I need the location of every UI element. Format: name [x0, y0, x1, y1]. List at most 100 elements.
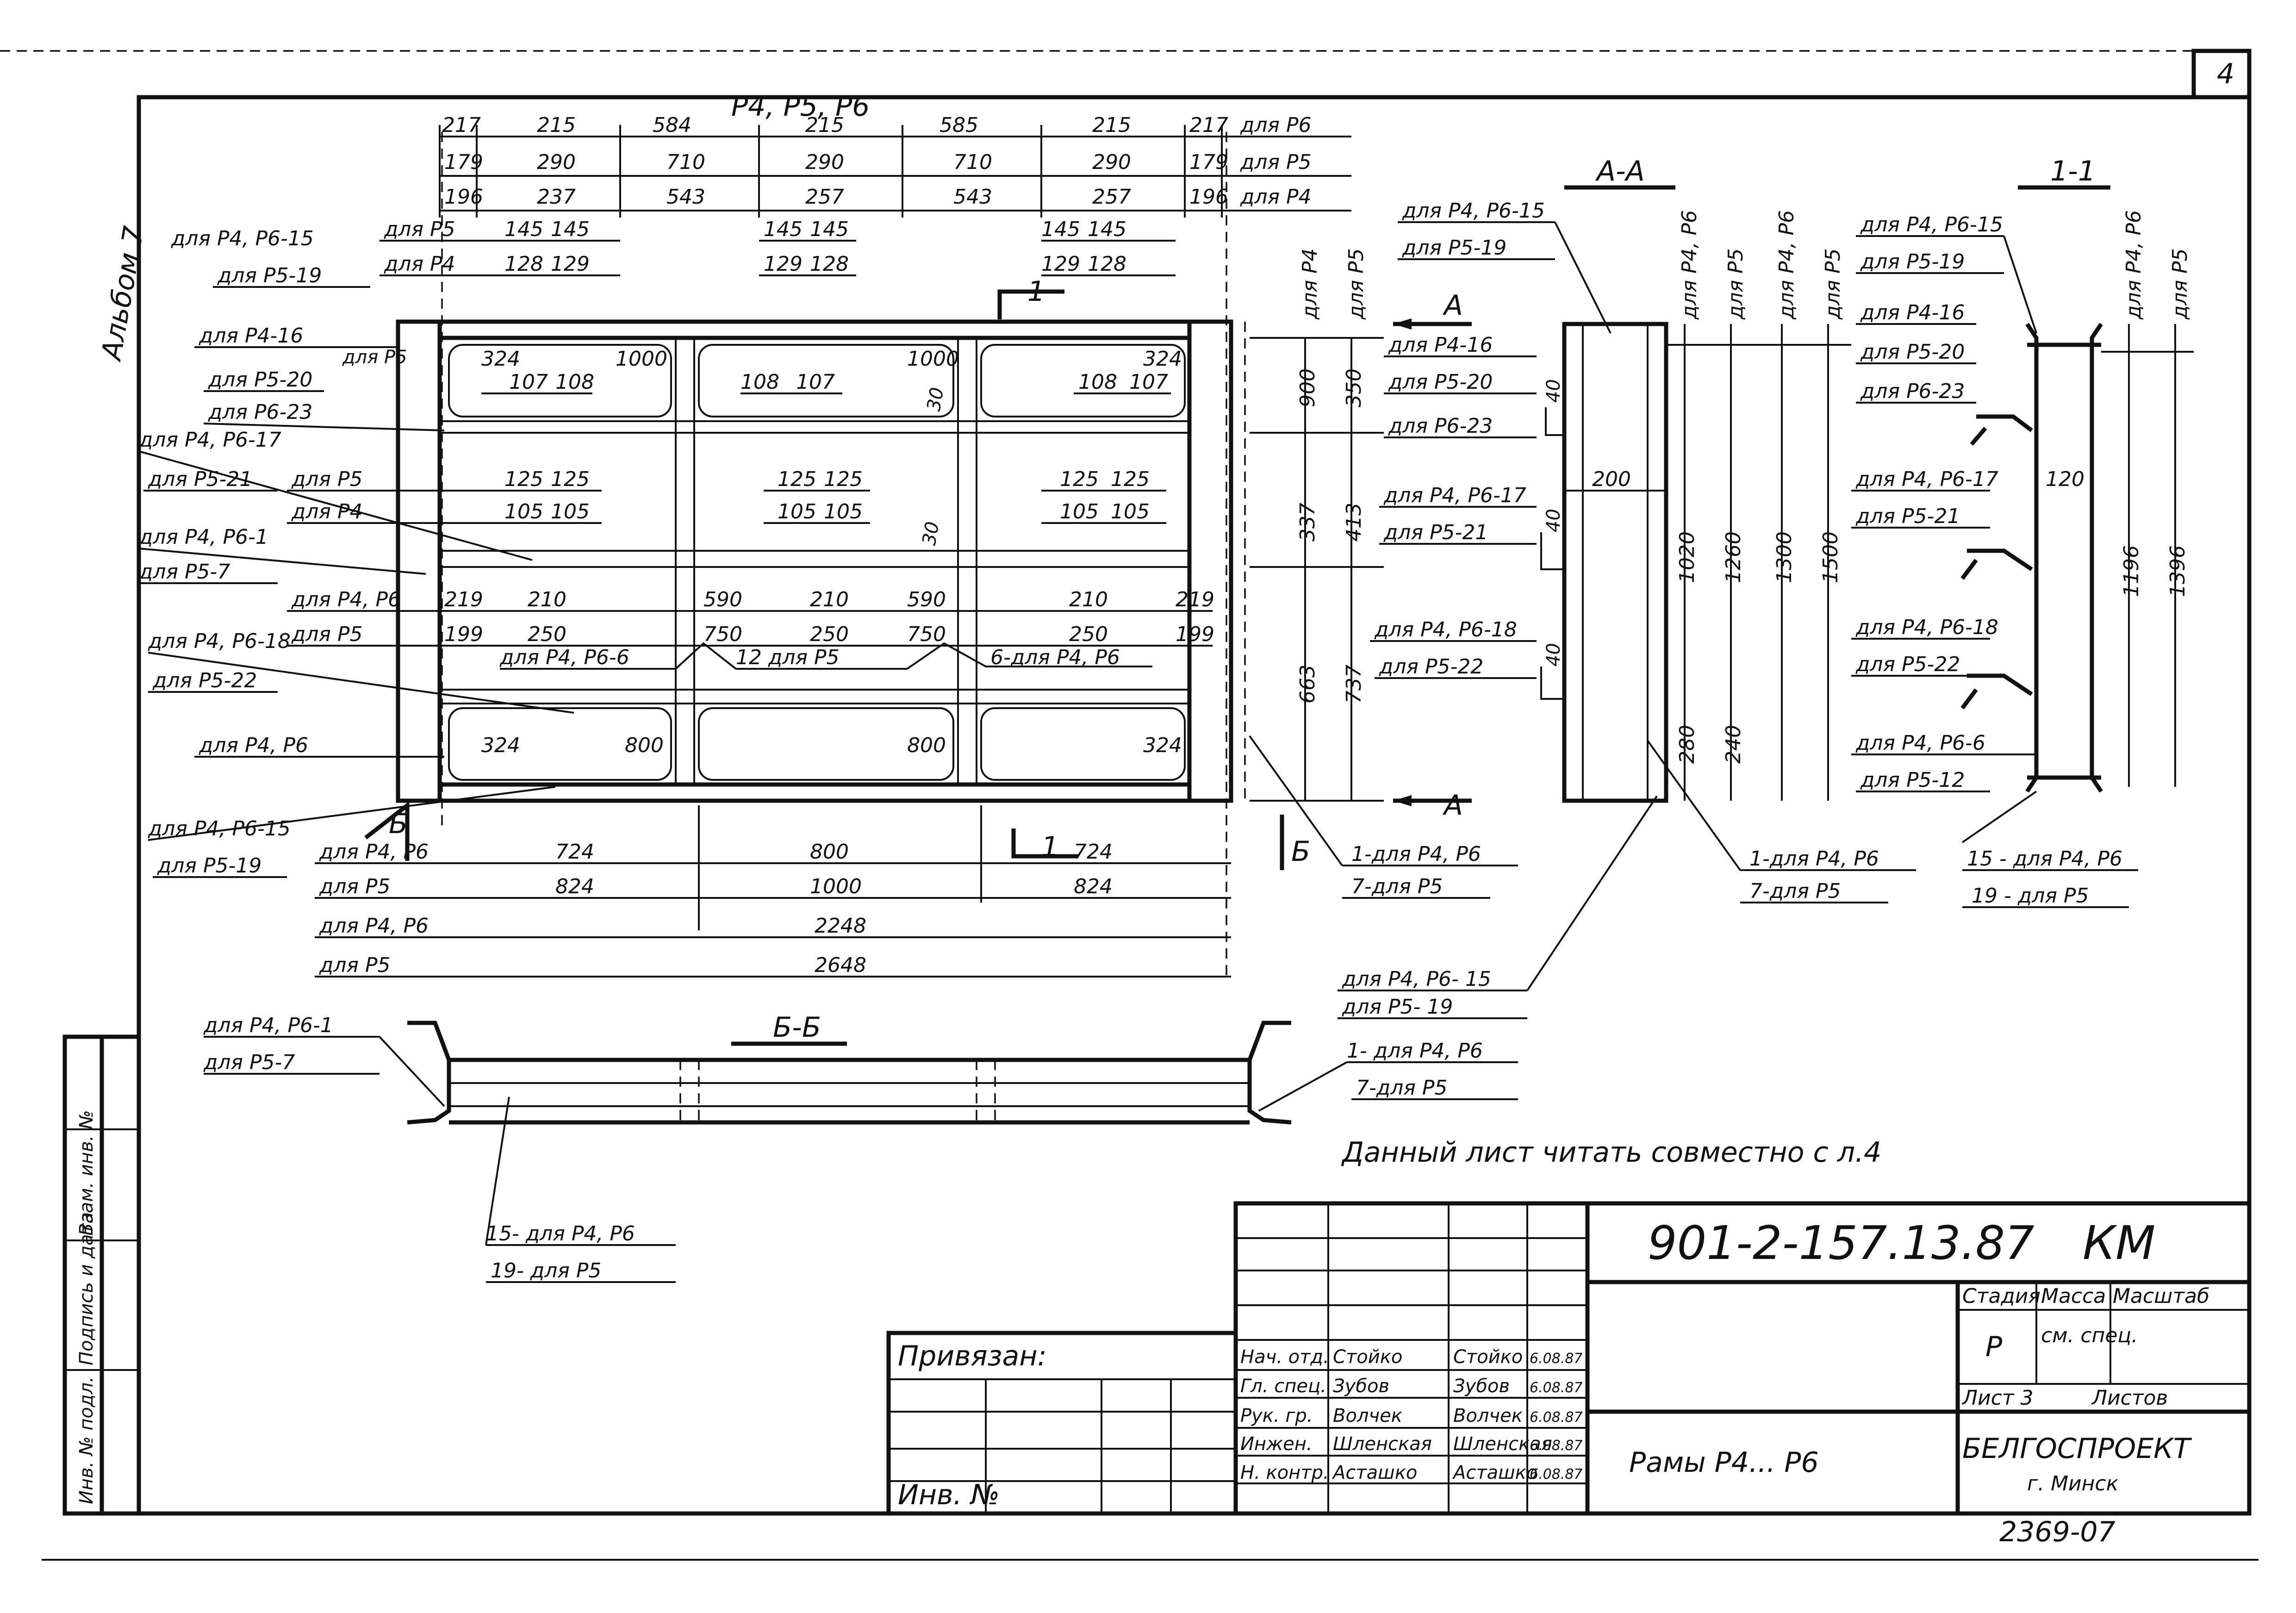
left-label-1: для Р5-19	[217, 264, 322, 287]
section-bb: Б-Б для Р4, Р6-1 для Р5-7 1- для Р4, Р6 …	[203, 795, 1658, 1283]
aa-width-dim: 200	[1592, 467, 1631, 491]
dim-r6-6: 217	[1189, 113, 1228, 137]
tb-stage: Р	[1985, 1331, 2003, 1363]
aa-col-head-1: для Р5	[1724, 248, 1748, 320]
s11-label-5: для Р4, Р6-17	[1855, 467, 1998, 491]
name-3: Шленская	[1333, 1433, 1432, 1455]
tb-scale-head: Масштаб	[2113, 1284, 2209, 1308]
left-label-4: для Р6-23	[208, 400, 312, 424]
tb-mass: см. спец.	[2041, 1324, 2138, 1347]
tb-sheet: Лист 3	[1961, 1386, 2033, 1410]
row-b-v1-0: 125	[504, 467, 543, 491]
aa-col-head-3: для Р5	[1821, 248, 1845, 320]
bottom-row-3-v0: 2648	[815, 953, 866, 977]
bottom-row-0-v0: 724	[555, 840, 594, 864]
row-b-v2-0: 105	[504, 500, 543, 523]
right-r4-2: 663	[1296, 665, 1319, 704]
tb-bound: Привязан:	[898, 1340, 1047, 1372]
dim-r6-5: 215	[1092, 113, 1131, 137]
main-right-dims: для Р4 для Р5 900 337 663 350 413 737 1-…	[1249, 248, 1518, 899]
aa-label-3: для Р5-20	[1388, 370, 1493, 394]
aa-small-1: 40	[1543, 509, 1564, 532]
inner-top-0: 324	[481, 347, 520, 371]
name-1: Зубов	[1333, 1376, 1389, 1397]
aa-bottom-dim-1: 240	[1722, 725, 1745, 764]
note-12-r5: 12 для Р5	[736, 646, 840, 669]
stamp-sign: Подпись и дата	[76, 1212, 97, 1365]
s11-col-head-0: для Р4, Р6	[2122, 210, 2146, 320]
right-r5-1: 413	[1342, 503, 1366, 542]
dim-r6-1: 215	[537, 113, 576, 137]
section-bb-title: Б-Б	[773, 1011, 821, 1044]
row-a-v2-1: 129	[551, 252, 590, 276]
bottom-row-1-v0: 824	[555, 875, 594, 898]
row-b-label-1: для Р5	[291, 467, 363, 491]
role-1: Гл. спец.	[1240, 1376, 1326, 1397]
tb-mass-head: Масса	[2041, 1284, 2106, 1308]
tb-inv-no: Инв. №	[898, 1479, 1000, 1511]
date-2: 6.08.87	[1530, 1409, 1583, 1426]
s11-col-dim-1: 1396	[2166, 545, 2190, 597]
row-c-label-2: для Р5	[291, 623, 363, 646]
s11-label-0: для Р4, Р6-15	[1860, 213, 2003, 237]
sign-4: Асташко	[1452, 1462, 1537, 1483]
aa-col-head-2: для Р4, Р6	[1775, 210, 1798, 320]
date-4: 6.08.87	[1530, 1466, 1583, 1482]
s11-label-2: для Р4-16	[1860, 301, 1965, 324]
row-c-v1-1: 210	[528, 588, 566, 611]
s11-label-6: для Р5-21	[1855, 504, 1960, 528]
s11-label-10: для Р5-12	[1860, 768, 1965, 792]
tb-number: 2369-07	[1999, 1516, 2116, 1548]
row-b-v1-1: 125	[551, 467, 590, 491]
bb-bottom-label-0: 15- для Р4, Р6	[486, 1222, 635, 1246]
left-label-12: для Р4, Р6	[199, 734, 308, 757]
arrow-a-top	[1393, 318, 1412, 330]
inner-bottom-0: 324	[481, 734, 520, 757]
dim-r4-5: 257	[1092, 185, 1131, 209]
dim-r4-2: 543	[666, 185, 705, 209]
row-a-v2-3: 128	[810, 252, 849, 276]
album-stamp: Альбом 7	[95, 224, 150, 364]
dim-r4-0: 196	[444, 185, 483, 209]
bottom-row-3-label: для Р5	[319, 953, 391, 977]
row-c-v1-4: 590	[907, 588, 946, 611]
aa-callout-1: 7-для Р5	[1749, 879, 1841, 903]
left-label-8: для Р4, Р6-1	[138, 525, 268, 549]
inner-sub-4: 108	[1078, 370, 1117, 394]
inner-sub-5: 107	[1129, 370, 1168, 394]
dim-r5-6: 179	[1189, 150, 1228, 174]
dim-r4-6: 196	[1189, 185, 1228, 209]
bb-bottom-label-1: 19- для Р5	[491, 1259, 601, 1283]
dim-r6-4: 585	[940, 113, 978, 137]
row-a-v2-0: 128	[504, 252, 543, 276]
s11-label-4: для Р6-23	[1860, 380, 1965, 403]
tb-name: Рамы Р4... Р6	[1629, 1446, 1819, 1479]
title-block: Привязан: Инв. № 901-2-157.13.87 КМ Стад…	[886, 1201, 2252, 1548]
name-4: Асташко	[1332, 1462, 1417, 1483]
left-label-9: для Р5-7	[138, 560, 230, 584]
row-b-v2-4: 105	[1060, 500, 1099, 523]
right-head-r4: для Р4	[1298, 248, 1322, 320]
tb-city: г. Минск	[2027, 1472, 2119, 1495]
row-c-v2-0: 199	[444, 623, 483, 646]
row-b-v1-2: 125	[778, 467, 816, 491]
note-r4r6-6-left: для Р4, Р6-6	[499, 646, 629, 669]
row-a-v1-2: 145	[764, 218, 803, 241]
section-aa-title: А-А	[1595, 155, 1645, 187]
signature-rows: Нач. отд. Стойко Стойко 6.08.87 Гл. спец…	[1240, 1346, 1583, 1483]
bottom-row-0-v2: 724	[1074, 840, 1113, 864]
aa-label-7: для Р4, Р6-18	[1374, 618, 1517, 641]
marker-b-right: Б	[1291, 835, 1310, 868]
s11-label-8: для Р5-22	[1855, 653, 1960, 676]
aa-bottom-dim-0: 280	[1675, 725, 1699, 764]
tb-stage-head: Стадия	[1962, 1284, 2041, 1308]
row-c-v2-4: 750	[907, 623, 946, 646]
role-4: Н. контр.	[1240, 1462, 1329, 1483]
note-r4r6-6-right: 6-для Р4, Р6	[990, 646, 1120, 669]
role-2: Рук. гр.	[1240, 1405, 1313, 1426]
stamp-replace: Взам. инв. №	[76, 1110, 97, 1236]
side-stamp: Инв. № подл. Подпись и дата Взам. инв. №	[62, 1034, 141, 1516]
aa-small-0: 40	[1543, 379, 1564, 403]
s11-label-7: для Р4, Р6-18	[1855, 616, 1998, 639]
